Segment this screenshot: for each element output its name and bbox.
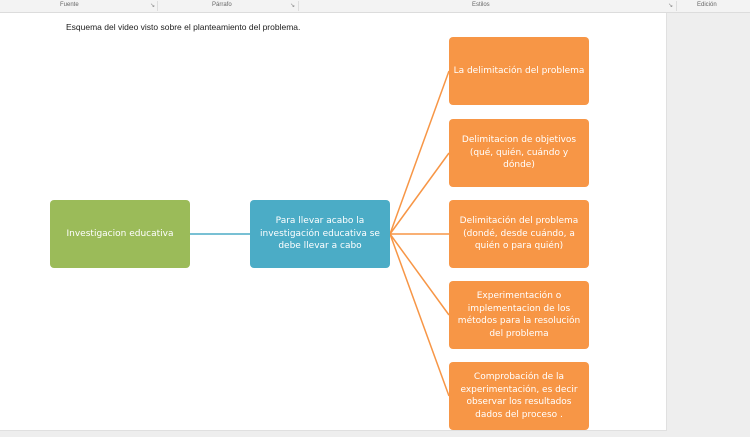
ribbon: Fuente ↘ Párrafo ↘ Estilos ↘ Edición <box>0 0 750 13</box>
ribbon-group-edicion: Edición <box>697 2 717 8</box>
branch-node[interactable]: La delimitación del problema <box>449 37 589 105</box>
dialog-launcher-icon[interactable]: ↘ <box>290 3 296 9</box>
document-heading[interactable]: Esquema del video visto sobre el plantea… <box>66 22 301 32</box>
ribbon-group-estilos: Estilos <box>472 2 490 8</box>
middle-node[interactable]: Para llevar acabo la investigación educa… <box>250 200 390 268</box>
branch-node[interactable]: Delimitacion de objetivos (qué, quién, c… <box>449 119 589 187</box>
ribbon-group-parrafo: Párrafo <box>212 2 232 8</box>
root-node[interactable]: Investigacion educativa <box>50 200 190 268</box>
branch-node[interactable]: Experimentación o implementacion de los … <box>449 281 589 349</box>
branch-node[interactable]: Comprobación de la experimentación, es d… <box>449 362 589 430</box>
dialog-launcher-icon[interactable]: ↘ <box>150 3 156 9</box>
dialog-launcher-icon[interactable]: ↘ <box>668 3 674 9</box>
branch-node[interactable]: Delimitación del problema (dondé, desde … <box>449 200 589 268</box>
ribbon-group-fuente: Fuente <box>60 2 79 8</box>
connector-branches <box>389 70 450 397</box>
